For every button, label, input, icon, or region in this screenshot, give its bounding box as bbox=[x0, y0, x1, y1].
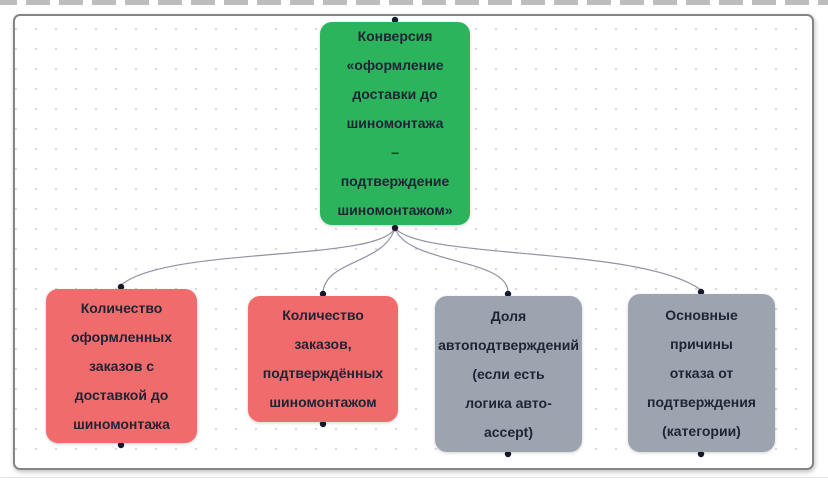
node-child4-label: Основные причины отказа от подтверждения… bbox=[647, 306, 756, 439]
node-orders-confirmed[interactable]: Количество заказов, подтверждённых шином… bbox=[248, 296, 398, 422]
node-root-label: Конверсия «оформление доставки до шиномо… bbox=[337, 28, 453, 218]
node-rejection-reasons[interactable]: Основные причины отказа от подтверждения… bbox=[628, 294, 775, 452]
node-orders-with-delivery[interactable]: Количество оформленных заказов с доставк… bbox=[46, 289, 197, 443]
node-child2-label: Количество заказов, подтверждённых шином… bbox=[262, 307, 384, 410]
bottom-divider bbox=[0, 477, 828, 478]
node-autoconfirm-share[interactable]: Доля автоподтверждений (если есть логика… bbox=[435, 296, 582, 452]
node-child3-label: Доля автоподтверждений (если есть логика… bbox=[438, 307, 579, 440]
cropped-toolbar-strip bbox=[0, 0, 828, 5]
node-root-conversion[interactable]: Конверсия «оформление доставки до шиномо… bbox=[320, 22, 470, 225]
node-child1-label: Количество оформленных заказов с доставк… bbox=[70, 299, 173, 432]
